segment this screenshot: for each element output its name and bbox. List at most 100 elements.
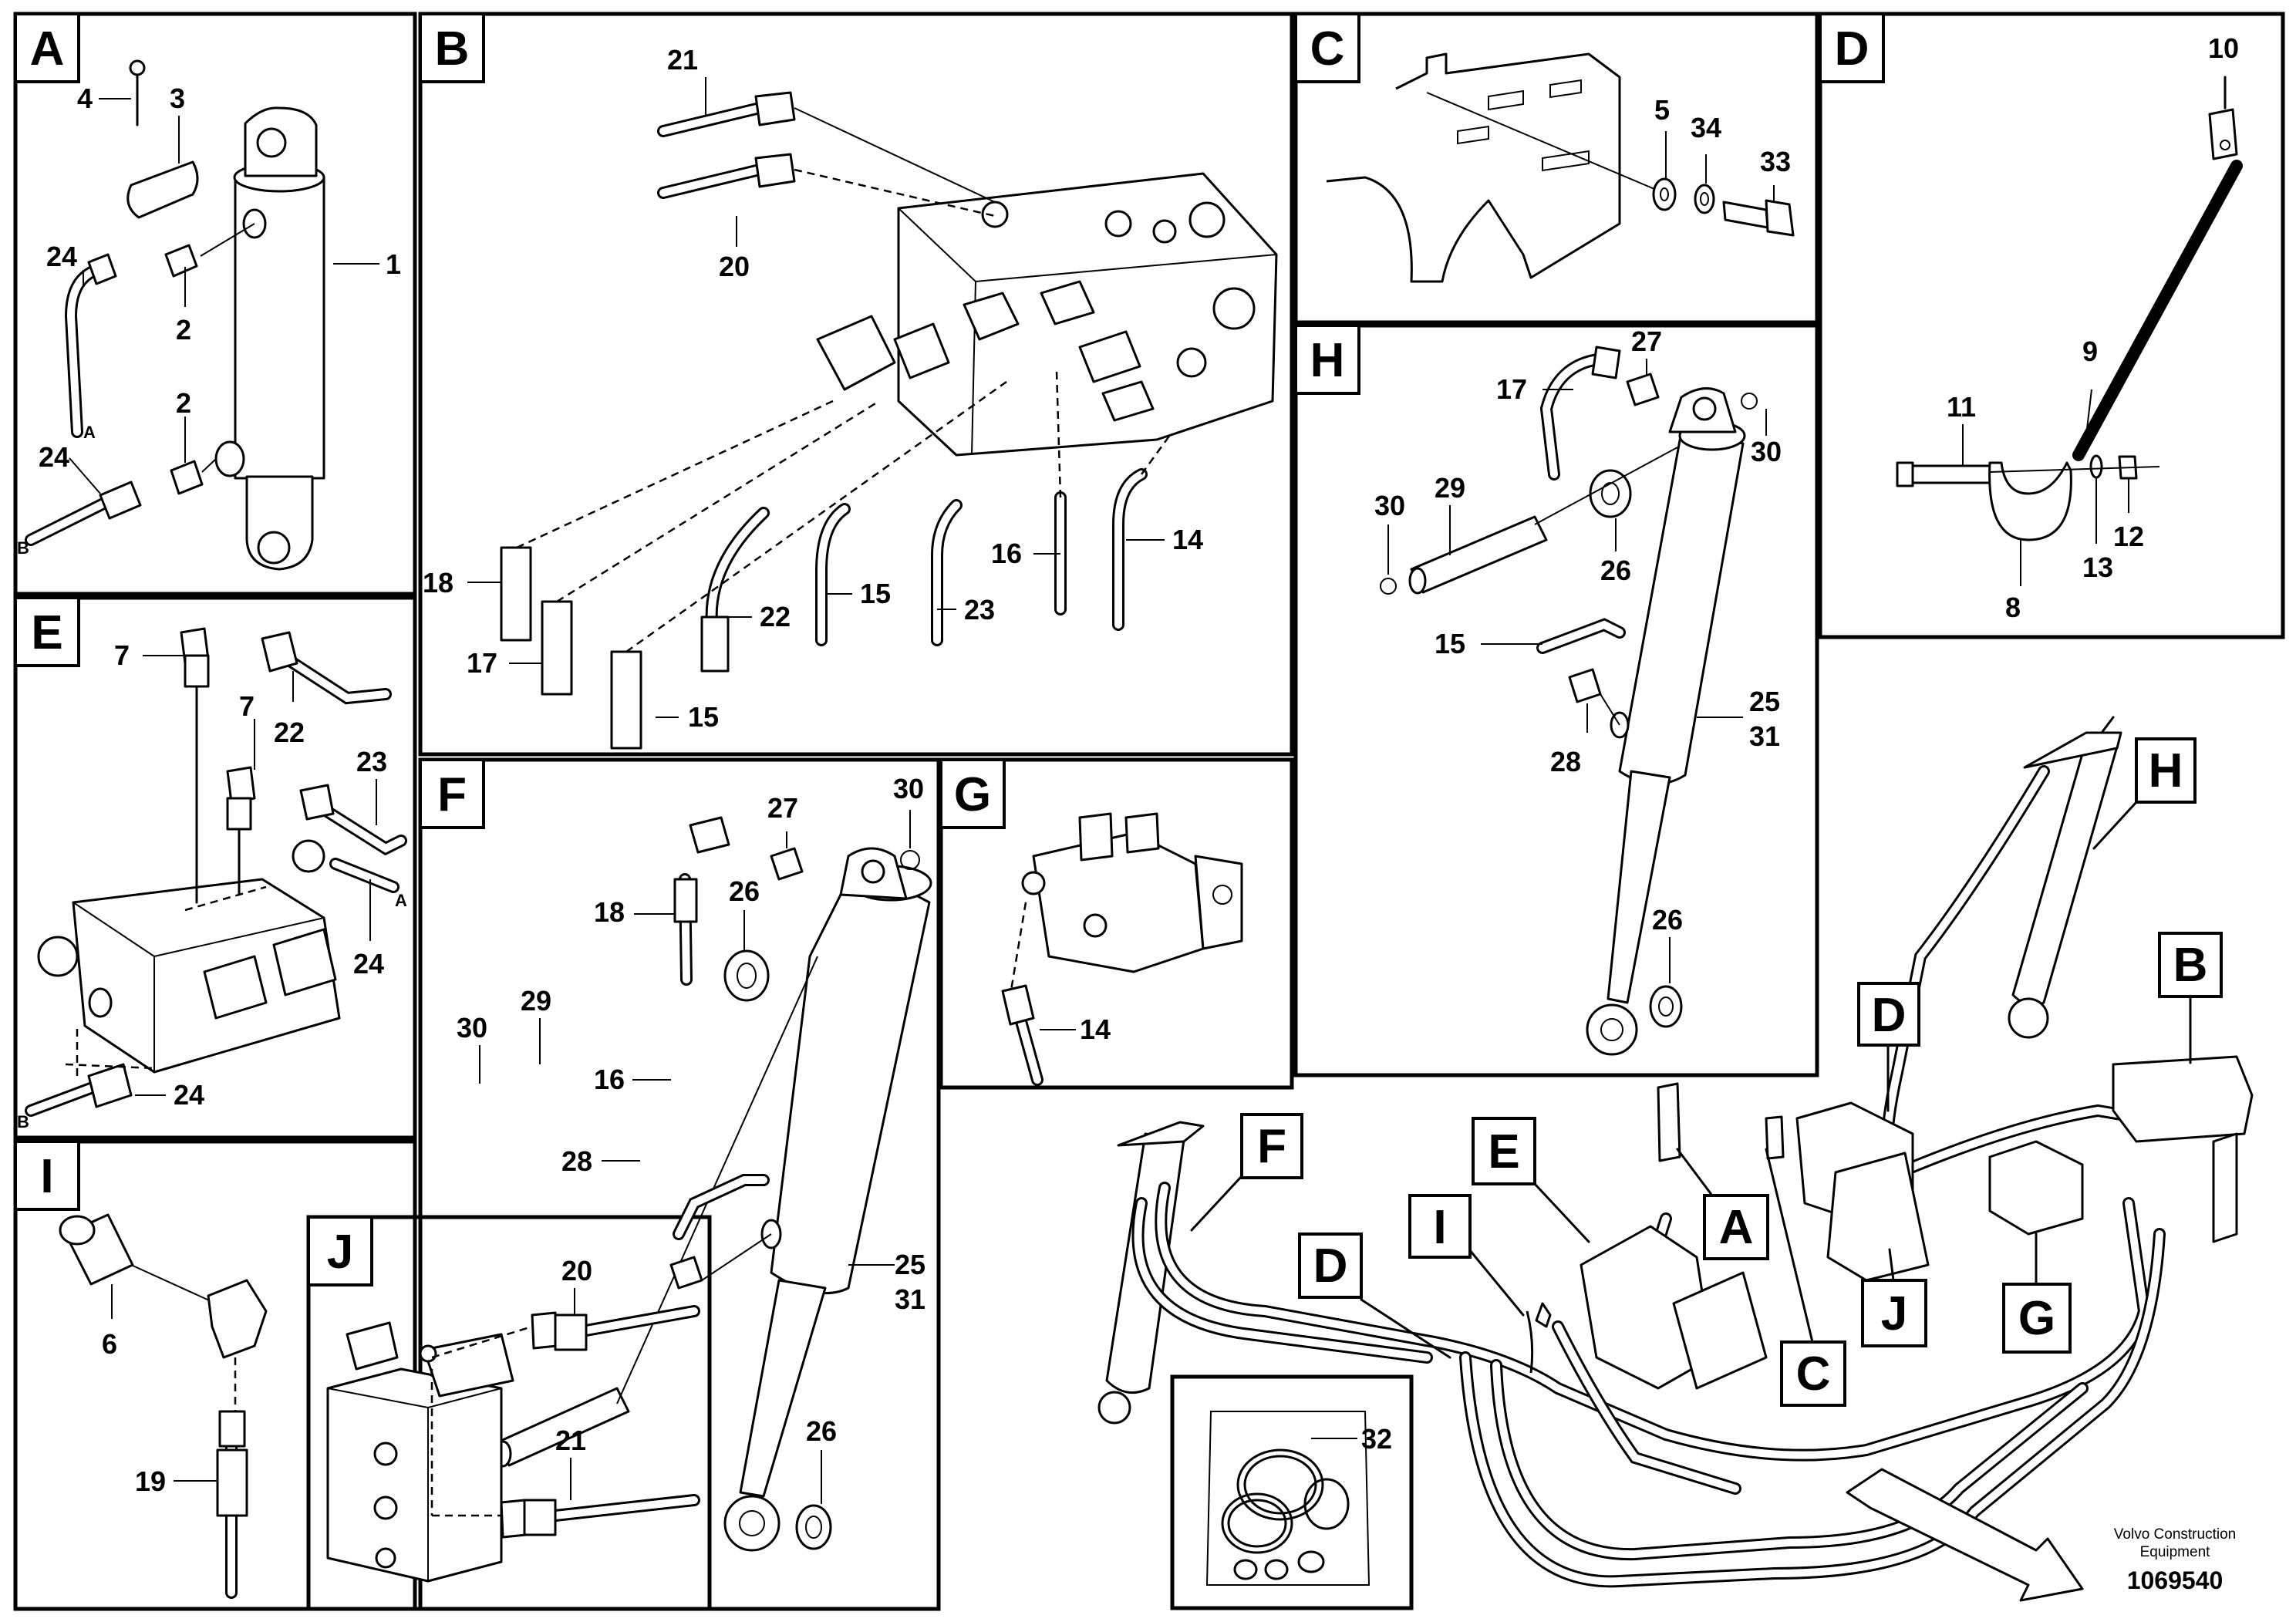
svg-text:B: B [2173, 939, 2208, 992]
panel-c-letter-box: C [1294, 12, 1360, 83]
label-h-15: 15 [1435, 628, 1465, 659]
label-e-24-lower: 24 [174, 1079, 204, 1111]
panel-a-drawing: 4 3 1 24 2 2 24 A B [17, 59, 401, 571]
panel-j-frame [306, 1215, 712, 1611]
cylinder-25 [770, 862, 931, 1295]
label-b-15-right: 15 [860, 578, 891, 609]
label-b-23: 23 [964, 594, 995, 626]
panel-b-drawing: 21 20 18 17 15 22 15 16 23 14 [423, 44, 1278, 750]
panel-g-letter: G [954, 768, 991, 821]
panel-b-letter-box: B [419, 12, 485, 83]
panel-c-letter: C [1310, 22, 1345, 76]
label-h-29: 29 [1435, 472, 1465, 504]
label-b-20: 20 [719, 251, 750, 282]
credit-line2: Equipment [2140, 1544, 2211, 1560]
pin-3 [126, 160, 199, 219]
overview-callout-i: I [1408, 1194, 1525, 1317]
panel-b-frame [418, 12, 1294, 757]
label-j-20: 20 [561, 1255, 592, 1286]
svg-text:F: F [1257, 1120, 1286, 1173]
panel-c-frame [1293, 12, 1819, 325]
direction-arrow [1846, 1468, 2084, 1602]
label-j-21: 21 [555, 1425, 586, 1456]
overview-callout-b: B [2158, 932, 2223, 1064]
panel-g-frame [939, 757, 1294, 1090]
label-e-7-upper: 7 [114, 639, 130, 671]
label-h-27: 27 [1631, 325, 1662, 357]
panel-j-letter-box: J [307, 1216, 373, 1286]
label-h-26-upper: 26 [1600, 555, 1631, 586]
label-e-22: 22 [274, 717, 305, 748]
label-g-14: 14 [1080, 1013, 1111, 1045]
svg-text:D: D [1872, 989, 1907, 1042]
label-h-31: 31 [1749, 720, 1780, 752]
label-b-16: 16 [991, 538, 1022, 569]
panel-f-letter-box: F [419, 758, 485, 829]
panel-g-letter-box: G [939, 758, 1006, 829]
label-e-23: 23 [356, 746, 387, 777]
overview-callout-h: H [2092, 737, 2197, 850]
overview-callout-a: A [1676, 1148, 1769, 1260]
washer-34 [1694, 184, 1715, 214]
label-f-16: 16 [594, 1064, 625, 1095]
svg-text:I: I [1433, 1201, 1446, 1254]
overview-callout-f: F [1190, 1113, 1303, 1232]
label-d-12: 12 [2113, 521, 2144, 552]
overview-callout-j: J [1861, 1248, 1927, 1347]
panel-a-letter-box: A [14, 12, 80, 83]
svg-text:H: H [2149, 744, 2183, 798]
washer-5 [1652, 177, 1677, 211]
panel-i-drawing: 6 19 [59, 1213, 268, 1599]
credit-line1: Volvo Construction [2114, 1526, 2236, 1543]
label-i-6: 6 [102, 1328, 117, 1360]
document-number: 1069540 [2127, 1566, 2224, 1594]
panel-e-frame [13, 595, 417, 1140]
cylinder-25-h [1618, 430, 1745, 785]
label-h-25: 25 [1749, 686, 1780, 717]
label-h-17: 17 [1496, 373, 1527, 405]
label-d-10: 10 [2208, 32, 2239, 64]
overview-drawing [1097, 716, 2254, 1588]
label-h-30-left: 30 [1374, 490, 1405, 521]
panel-c-drawing: 5 34 33 [1326, 52, 1795, 283]
label-b-22: 22 [760, 601, 791, 632]
label-b-18: 18 [423, 567, 453, 599]
label-a-1: 1 [386, 248, 401, 280]
panel-i-letter-box: I [14, 1140, 80, 1211]
label-a-3: 3 [170, 83, 185, 114]
svg-text:D: D [1313, 1239, 1348, 1293]
label-h-30-right: 30 [1751, 436, 1782, 467]
label-d-13: 13 [2082, 551, 2113, 583]
panel-h-letter-box: H [1294, 324, 1360, 395]
panel-f-letter: F [437, 768, 467, 821]
panel-d-letter-box: D [1819, 12, 1885, 83]
label-kit-32: 32 [1361, 1423, 1392, 1455]
label-h-28: 28 [1550, 746, 1581, 777]
label-a-4: 4 [77, 83, 93, 114]
label-f-27: 27 [767, 792, 798, 824]
label-b-14: 14 [1172, 524, 1203, 555]
label-a-2-upper: 2 [176, 314, 191, 346]
panel-h-drawing: 17 27 30 29 30 26 15 25 31 28 26 [1374, 325, 1782, 1056]
label-e-24-upper: 24 [353, 948, 384, 980]
panel-e-drawing: 7 22 7 23 24 24 A B [17, 627, 407, 1131]
label-i-19: 19 [135, 1465, 166, 1497]
label-f-28: 28 [561, 1145, 592, 1177]
svg-text:E: E [1488, 1125, 1519, 1179]
label-e-port-b: B [17, 1112, 29, 1131]
label-d-8: 8 [2005, 592, 2021, 623]
label-a-port-a: A [83, 423, 96, 442]
label-b-21: 21 [667, 44, 698, 76]
overview-callout-c: C [1765, 1148, 1846, 1407]
bracket [1326, 52, 1621, 283]
label-f-18: 18 [594, 896, 625, 928]
label-b-15-left: 15 [688, 701, 719, 733]
panel-f-drawing: 27 30 18 26 30 29 16 28 25 31 26 [457, 773, 932, 1552]
label-a-24-upper: 24 [46, 241, 77, 272]
label-d-11: 11 [1947, 391, 1976, 423]
svg-text:A: A [1719, 1201, 1754, 1254]
overview-callout-g: G [2002, 1233, 2072, 1354]
overview-callout-e: E [1472, 1117, 1590, 1243]
panel-i-letter: I [40, 1150, 53, 1203]
label-f-26-upper: 26 [729, 875, 760, 907]
